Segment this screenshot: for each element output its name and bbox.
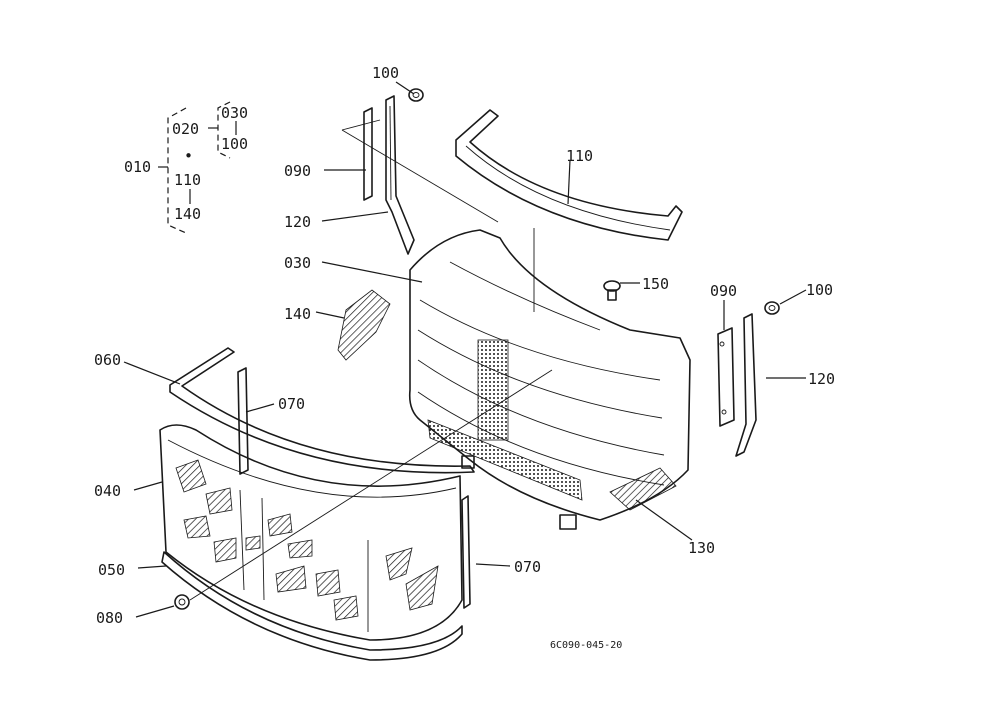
label-040: 040 xyxy=(94,482,121,500)
label-100-right: 100 xyxy=(806,281,833,299)
filter-140 xyxy=(337,289,391,361)
label-070-bottom: 070 xyxy=(514,558,541,576)
tree-110: 110 xyxy=(174,171,201,189)
left-side-bracket-parts xyxy=(363,88,424,255)
drawing-code: 6C090-045-20 xyxy=(550,640,622,651)
label-100-top: 100 xyxy=(372,64,399,82)
label-120-left: 120 xyxy=(284,213,311,231)
label-070-top: 070 xyxy=(278,395,305,413)
label-060: 060 xyxy=(94,351,121,369)
washer-100-top xyxy=(408,88,424,102)
label-080: 080 xyxy=(96,609,123,627)
washer-100-right xyxy=(764,301,780,315)
label-110: 110 xyxy=(566,147,593,165)
label-090-left: 090 xyxy=(284,162,311,180)
grommet-080 xyxy=(174,594,190,610)
assembly-guide-lines xyxy=(189,119,553,601)
tree-100: 100 xyxy=(221,135,248,153)
right-side-bracket-parts xyxy=(717,301,780,457)
tree-020: 020 xyxy=(172,120,199,138)
label-140: 140 xyxy=(284,305,311,323)
label-130: 130 xyxy=(688,539,715,557)
label-150: 150 xyxy=(642,275,669,293)
tree-root-010: 010 xyxy=(124,158,151,176)
top-seal-strip-110 xyxy=(455,109,683,241)
tree-030: 030 xyxy=(221,104,248,122)
bolt-150 xyxy=(603,280,621,301)
label-030: 030 xyxy=(284,254,311,272)
leader-lines xyxy=(123,81,807,618)
front-grille-030 xyxy=(408,229,691,530)
lower-cowl-040 xyxy=(159,347,475,661)
label-090-right: 090 xyxy=(710,282,737,300)
tree-bullet: • xyxy=(184,147,193,165)
label-050: 050 xyxy=(98,561,125,579)
tree-140: 140 xyxy=(174,205,201,223)
callout-labels: 100 090 120 110 030 150 090 100 120 140 … xyxy=(94,64,835,651)
part-tree: 010 020 030 100 • 110 140 xyxy=(124,101,248,234)
label-120-right: 120 xyxy=(808,370,835,388)
